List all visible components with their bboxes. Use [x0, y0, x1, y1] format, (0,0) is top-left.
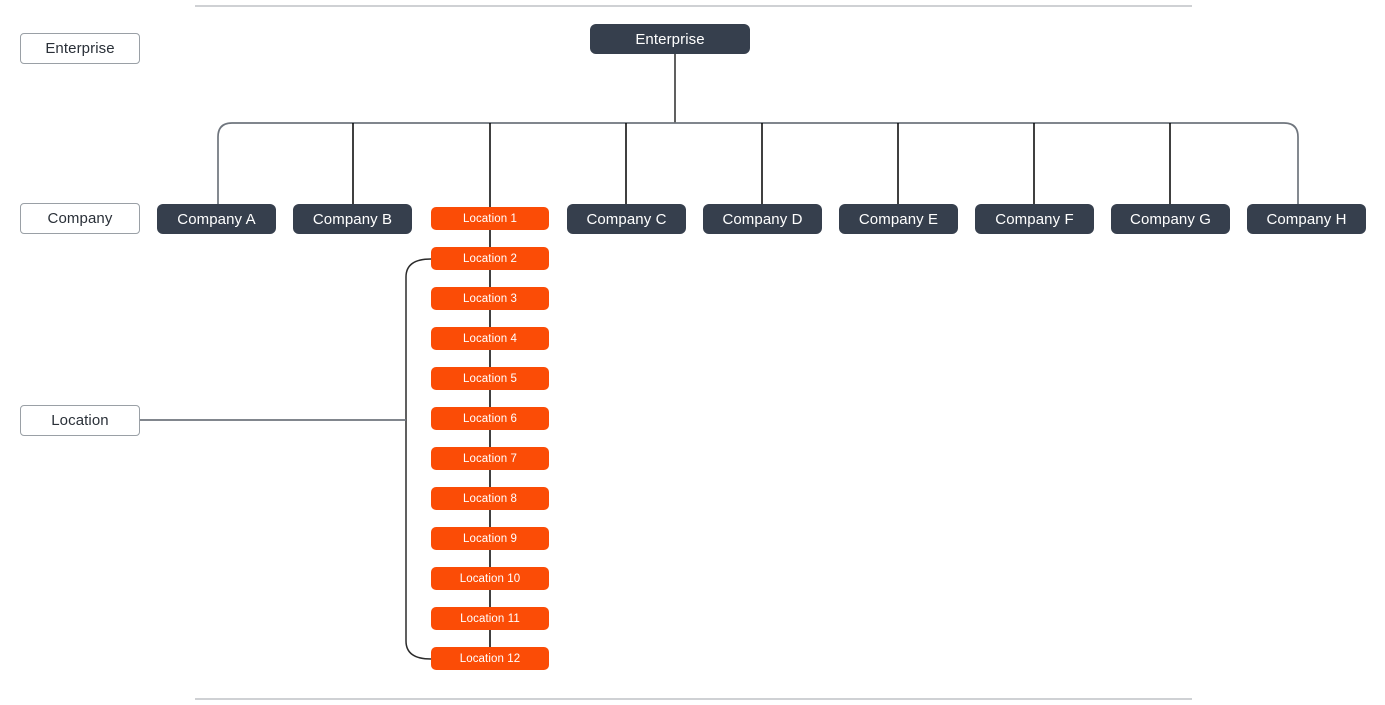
node-location-7[interactable]: Location 7: [431, 447, 549, 470]
node-location-8-label: Location 8: [462, 492, 518, 505]
legend-label-company: Company: [47, 210, 113, 227]
node-company-f[interactable]: Company F: [975, 204, 1094, 234]
node-location-11-label: Location 11: [460, 612, 520, 625]
node-location-12[interactable]: Location 12: [431, 647, 549, 670]
node-company-e[interactable]: Company E: [839, 204, 958, 234]
node-location-10-label: Location 10: [459, 572, 521, 585]
node-location-4-label: Location 4: [462, 332, 518, 345]
node-location-1-label: Location 1: [462, 212, 518, 225]
node-company-h[interactable]: Company H: [1247, 204, 1366, 234]
node-location-4[interactable]: Location 4: [431, 327, 549, 350]
node-company-d-label: Company D: [722, 210, 803, 228]
node-location-12-label: Location 12: [459, 652, 521, 665]
node-location-3-label: Location 3: [462, 292, 518, 305]
node-company-d[interactable]: Company D: [703, 204, 822, 234]
node-company-c[interactable]: Company C: [567, 204, 686, 234]
node-location-2-label: Location 2: [462, 252, 518, 265]
node-location-6[interactable]: Location 6: [431, 407, 549, 430]
node-company-g-label: Company G: [1130, 210, 1211, 228]
legend-label-location: Location: [51, 412, 109, 429]
node-location-9-label: Location 9: [462, 532, 518, 545]
node-location-5-label: Location 5: [462, 372, 518, 385]
node-company-a-label: Company A: [177, 210, 256, 228]
legend-label-enterprise: Enterprise: [45, 40, 115, 57]
node-enterprise[interactable]: Enterprise: [590, 24, 750, 54]
legend-item-enterprise[interactable]: Enterprise: [20, 33, 140, 64]
node-company-h-label: Company H: [1266, 210, 1347, 228]
node-company-f-label: Company F: [995, 210, 1074, 228]
company-bus: [217, 122, 1299, 204]
node-location-5[interactable]: Location 5: [431, 367, 549, 390]
node-company-b-label: Company B: [312, 210, 393, 228]
location-bracket: [405, 258, 432, 660]
legend-item-location[interactable]: Location: [20, 405, 140, 436]
node-company-b[interactable]: Company B: [293, 204, 412, 234]
node-location-10[interactable]: Location 10: [431, 567, 549, 590]
node-company-c-label: Company C: [586, 210, 667, 228]
node-location-8[interactable]: Location 8: [431, 487, 549, 510]
node-company-g[interactable]: Company G: [1111, 204, 1230, 234]
node-company-a[interactable]: Company A: [157, 204, 276, 234]
node-enterprise-label: Enterprise: [635, 30, 705, 48]
legend-item-company[interactable]: Company: [20, 203, 140, 234]
node-company-e-label: Company E: [858, 210, 939, 228]
node-location-11[interactable]: Location 11: [431, 607, 549, 630]
node-location-3[interactable]: Location 3: [431, 287, 549, 310]
node-location-1[interactable]: Location 1: [431, 207, 549, 230]
node-location-2[interactable]: Location 2: [431, 247, 549, 270]
node-location-6-label: Location 6: [462, 412, 518, 425]
node-location-7-label: Location 7: [462, 452, 518, 465]
node-location-9[interactable]: Location 9: [431, 527, 549, 550]
